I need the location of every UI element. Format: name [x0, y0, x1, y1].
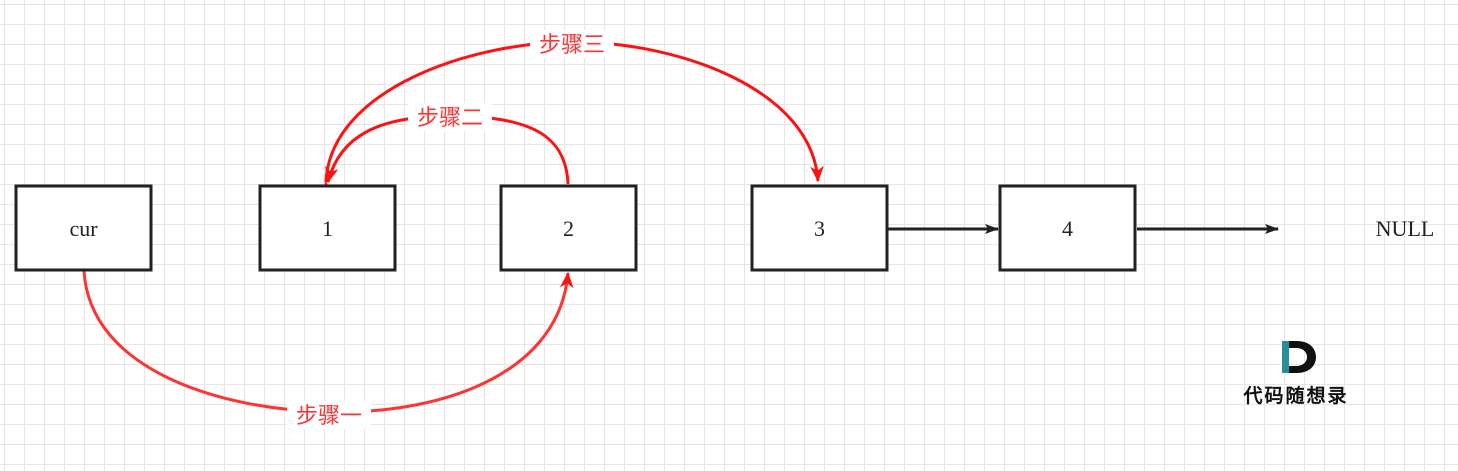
- node-2-box: [499, 184, 638, 272]
- node-cur-box: [14, 184, 153, 272]
- node-3: 3: [750, 184, 889, 272]
- step-two-label: 步骤二: [417, 106, 483, 131]
- node-1-box: [258, 184, 397, 272]
- step-one-label: 步骤一: [296, 404, 362, 429]
- step-three-label-bg: [530, 30, 614, 58]
- step-three-curve: [318, 40, 824, 198]
- step-one-label-bg: [287, 401, 371, 429]
- null-label: NULL: [1376, 216, 1435, 241]
- node-3-label: 3: [814, 216, 825, 241]
- step-one-curve: [82, 270, 574, 414]
- node-1: 1: [258, 184, 397, 272]
- logo-d-mark: [1282, 341, 1316, 373]
- node-2: 2: [499, 184, 638, 272]
- node-2-label: 2: [563, 216, 574, 241]
- step-three-label: 步骤三: [539, 33, 605, 58]
- node-4-label: 4: [1062, 216, 1073, 241]
- node-1-label: 1: [322, 216, 333, 241]
- step-two-label-bg: [408, 103, 492, 131]
- node-4: 4: [998, 184, 1137, 272]
- node-4-box: [998, 184, 1137, 272]
- watermark-logo: 代码随想录: [1242, 341, 1348, 407]
- node-3-box: [750, 184, 889, 272]
- watermark-text: 代码随想录: [1242, 384, 1348, 407]
- node-cur: cur: [14, 184, 153, 272]
- node-cur-label: cur: [69, 216, 98, 241]
